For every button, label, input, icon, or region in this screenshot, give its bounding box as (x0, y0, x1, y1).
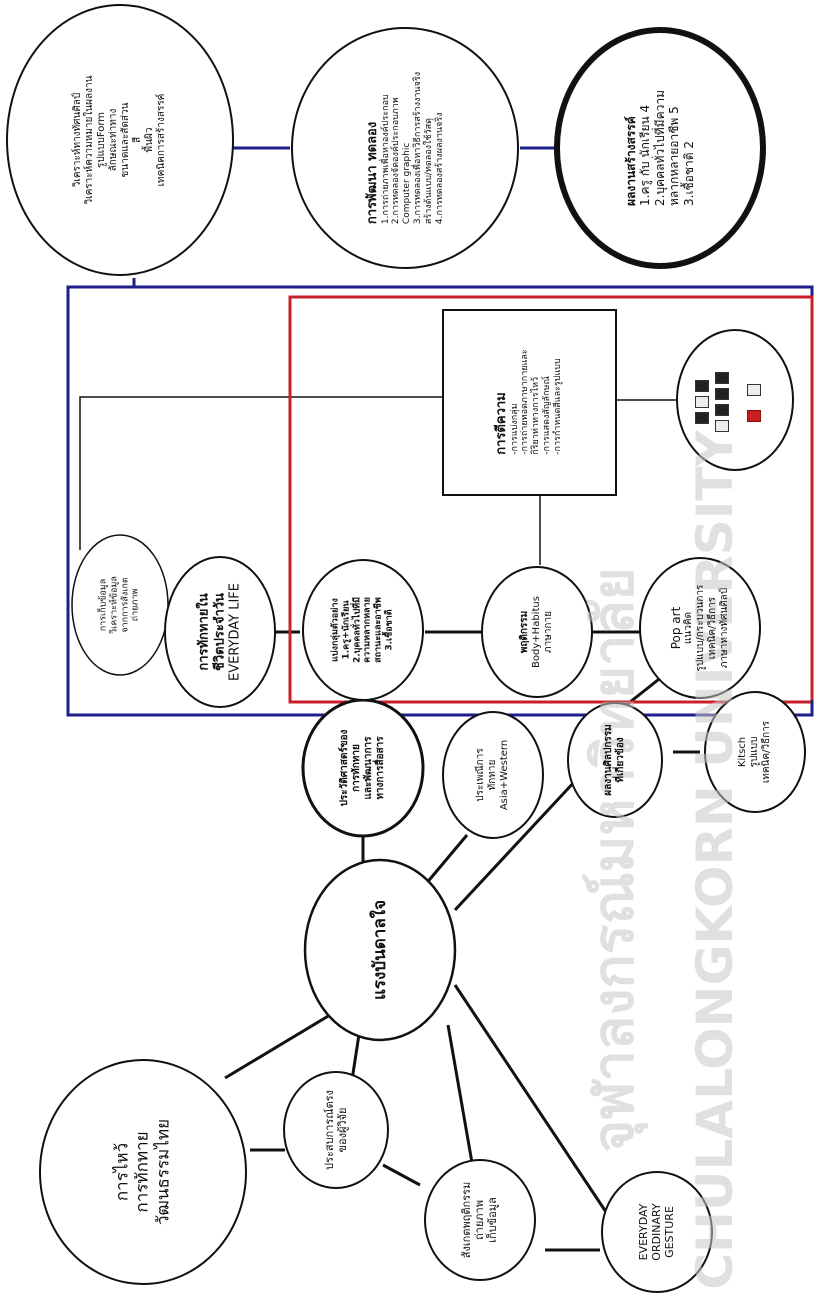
artwork-thumbnail-icon (715, 404, 729, 416)
artwork-thumbnail-icon (715, 372, 729, 384)
node-greeting-everyday-life (164, 556, 276, 708)
node-gesture-examples (424, 1159, 536, 1281)
label-pop-art: Pop art แนวคิด รูปแบบ/กระบวนการ เทคนิค/ว… (668, 584, 731, 672)
artwork-thumbnail-icon (715, 388, 729, 400)
node-inspiration (303, 858, 457, 1042)
label-outcome: ผลงานสร้างสรรค์ 1.ครู กับ นักเรียน 4 2.บ… (624, 89, 696, 207)
artwork-thumbnail-icon (747, 384, 761, 396)
watermark-english: CHULALONGKORN UNIVERSITY (686, 430, 744, 1290)
node-body-habitus (481, 566, 593, 698)
label-body-habitus: พฤติกรรม Body+Habitus ภาษากาย (519, 596, 554, 668)
connector-thai-to-inspiration (224, 1013, 331, 1080)
watermark-thai: จุฬาลงกรณ์มหาวิทยาลัย (581, 567, 647, 1153)
label-everyday-ordinary-gesture: EVERYDAY ORDINARY GESTURE (637, 1203, 677, 1261)
node-experiment (291, 27, 519, 269)
connector-everyday-to-inspiration (453, 984, 610, 1216)
connector-examples-to-inspiration (446, 1024, 477, 1181)
artwork-thumbnail-icon (715, 420, 729, 432)
label-related-artworks: ผลงานศิลปกรรม ที่เกี่ยวข้อง (603, 724, 626, 796)
label-gesture-history: ประวัติศาสตร์ของ การทักทาย และพัฒนาการ ท… (339, 729, 386, 807)
node-outcome (554, 27, 766, 269)
label-greeting-everyday-life: การทักทายใน ชีวิตประจำวัน EVERYDAY LIFE (196, 583, 243, 681)
connector-experience-to-examples (382, 1163, 421, 1187)
node-thai-gesture-culture (39, 1059, 247, 1285)
label-interpretation: การตีความ -การแบ่งกลุ่ม -การถ่ายทอดภาษาก… (494, 349, 563, 455)
artwork-thumbnail-icon (695, 380, 709, 392)
node-visual-analysis (6, 4, 234, 276)
label-sample-groups: แบ่งกลุ่มตัวอย่าง 1.ครู+นักเรียน 2.บุคคล… (330, 596, 395, 664)
label-gesture-examples: สังเกตพฤติกรรม ถ่ายภาพ เก็บข้อมูล (460, 1181, 500, 1259)
node-sample-groups (302, 559, 424, 701)
node-everyday-ordinary-gesture (601, 1171, 713, 1293)
label-experiment: การพัฒนา ทดลอง 1.การถ่ายภาพเพื่อหาองค์ปร… (364, 71, 445, 225)
red-frame (288, 295, 814, 704)
node-kitsch (704, 691, 806, 813)
artwork-thumbnail-icon (747, 410, 761, 422)
label-thai-gesture-culture: การไหว้ การทักทาย วัฒนธรรมไทย (112, 1118, 174, 1226)
artwork-thumbnail-icon (695, 412, 709, 424)
node-related-artworks (567, 702, 663, 818)
artwork-thumbnail-icon (695, 396, 709, 408)
connector-datacollection-to-interpretation (79, 396, 443, 550)
label-kitsch: Kitsch รูปแบบ เทคนิค/วิธีการ (737, 720, 772, 784)
node-researcher-experience (283, 1071, 389, 1189)
connector-inspiration-to-asia (423, 834, 469, 886)
label-visual-analysis: วิเคราะห์ทางทัศนศิลป์ วิเคราะห์ความหมายใ… (72, 75, 167, 205)
label-inspiration: แรงบันดาลใจ (369, 899, 390, 1001)
label-researcher-experience: ประสบการณ์ตรง ของผู้วิจัย (322, 1090, 349, 1170)
label-asian-western: ประเพณีการ ทักทาย Asia+Western (475, 739, 510, 811)
node-interpretation-box (442, 309, 617, 496)
node-pop-art (639, 557, 761, 699)
node-image-icons (676, 329, 794, 471)
node-asian-western (442, 711, 544, 839)
connector-inspiration-to-artworks (453, 763, 592, 912)
label-data-collection: การเก็บข้อมูล วิเคราะห์ข้อมูล จากการสังเ… (98, 576, 141, 634)
